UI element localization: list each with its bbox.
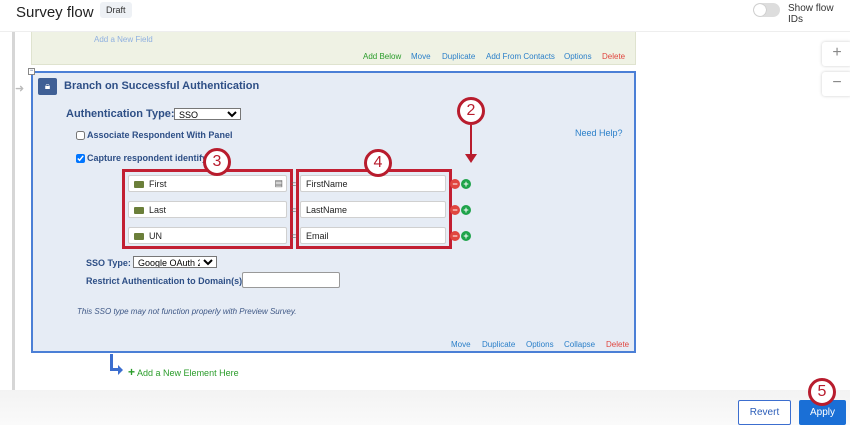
lock-icon: 🔒︎ [38, 78, 57, 95]
embedded-data-icon [134, 181, 144, 188]
annotation-marker-4: 4 [364, 149, 392, 177]
associate-checkbox[interactable] [76, 131, 85, 140]
field-input[interactable]: UN [128, 227, 287, 244]
value-input[interactable]: FirstName [300, 175, 446, 192]
annotation-arrowhead [465, 154, 477, 163]
status-badge: Draft [100, 2, 132, 18]
annotation-marker-5: 5 [808, 378, 836, 406]
embedded-data-panel [31, 32, 636, 65]
sso-note: This SSO type may not function properly … [77, 307, 297, 316]
sso-type-select[interactable]: Google OAuth 2.0 [133, 256, 217, 268]
branch-title: Branch on Successful Authentication [64, 80, 260, 92]
field-name: First [149, 179, 167, 189]
add-below-link[interactable]: Add Below [363, 52, 402, 61]
delete-link[interactable]: Delete [606, 340, 630, 349]
plus-icon: + [128, 365, 136, 379]
remove-row-button[interactable]: − [450, 231, 460, 241]
branch-arrow-icon [118, 365, 123, 375]
collapse-link[interactable]: Collapse [564, 340, 596, 349]
divider [0, 31, 850, 32]
add-row-button[interactable]: + [461, 179, 471, 189]
options-link[interactable]: Options [526, 340, 554, 349]
revert-button[interactable]: Revert [738, 400, 791, 425]
auth-type-select[interactable]: SSO [174, 108, 241, 120]
collapse-icon[interactable]: − [28, 68, 35, 75]
sso-type-label: SSO Type: [86, 258, 131, 268]
flow-arrow-icon: ➜ [15, 83, 25, 95]
restrict-domain-input[interactable] [242, 272, 340, 288]
branch-connector [110, 354, 113, 370]
duplicate-link[interactable]: Duplicate [442, 52, 476, 61]
add-element-link[interactable]: + Add a New Element Here [128, 365, 239, 379]
capture-checkbox[interactable] [76, 154, 85, 163]
add-new-field-link[interactable]: Add a New Field [94, 35, 153, 44]
show-flow-ids-toggle[interactable] [753, 3, 780, 17]
zoom-out-button[interactable]: − [822, 72, 850, 96]
equals-sign: = [291, 179, 297, 189]
add-from-contacts-link[interactable]: Add From Contacts [486, 52, 555, 61]
add-row-button[interactable]: + [461, 205, 471, 215]
add-row-button[interactable]: + [461, 231, 471, 241]
show-flow-ids-label: Show flow IDs [788, 3, 834, 25]
remove-row-button[interactable]: − [450, 205, 460, 215]
options-link[interactable]: Options [564, 52, 592, 61]
annotation-marker-2: 2 [457, 97, 485, 125]
move-link[interactable]: Move [411, 52, 431, 61]
equals-sign: = [291, 231, 297, 241]
move-link[interactable]: Move [451, 340, 471, 349]
remove-row-button[interactable]: − [450, 179, 460, 189]
value-input[interactable]: LastName [300, 201, 446, 218]
footer-bar [0, 390, 850, 425]
add-element-label: Add a New Element Here [137, 368, 239, 378]
auth-type-label: Authentication Type: [66, 108, 175, 120]
embedded-data-icon [134, 207, 144, 214]
need-help-link[interactable]: Need Help? [575, 128, 623, 138]
field-input[interactable]: First ▤ [128, 175, 287, 192]
restrict-domain-label: Restrict Authentication to Domain(s) [86, 276, 243, 286]
annotation-marker-3: 3 [203, 148, 231, 176]
annotation-arrow [470, 125, 472, 155]
duplicate-link[interactable]: Duplicate [482, 340, 516, 349]
flow-rail [12, 32, 15, 390]
value-input[interactable]: Email [300, 227, 446, 244]
branch-connector [110, 368, 120, 371]
page-title: Survey flow [16, 4, 94, 21]
field-name: Last [149, 205, 167, 215]
zoom-in-button[interactable]: + [822, 42, 850, 66]
contact-card-icon[interactable]: ▤ [274, 178, 283, 188]
associate-label: Associate Respondent With Panel [87, 130, 233, 140]
equals-sign: = [291, 205, 297, 215]
delete-link[interactable]: Delete [602, 52, 626, 61]
field-input[interactable]: Last [128, 201, 287, 218]
embedded-data-icon [134, 233, 144, 240]
capture-label: Capture respondent identify [87, 153, 208, 163]
field-name: UN [149, 231, 162, 241]
